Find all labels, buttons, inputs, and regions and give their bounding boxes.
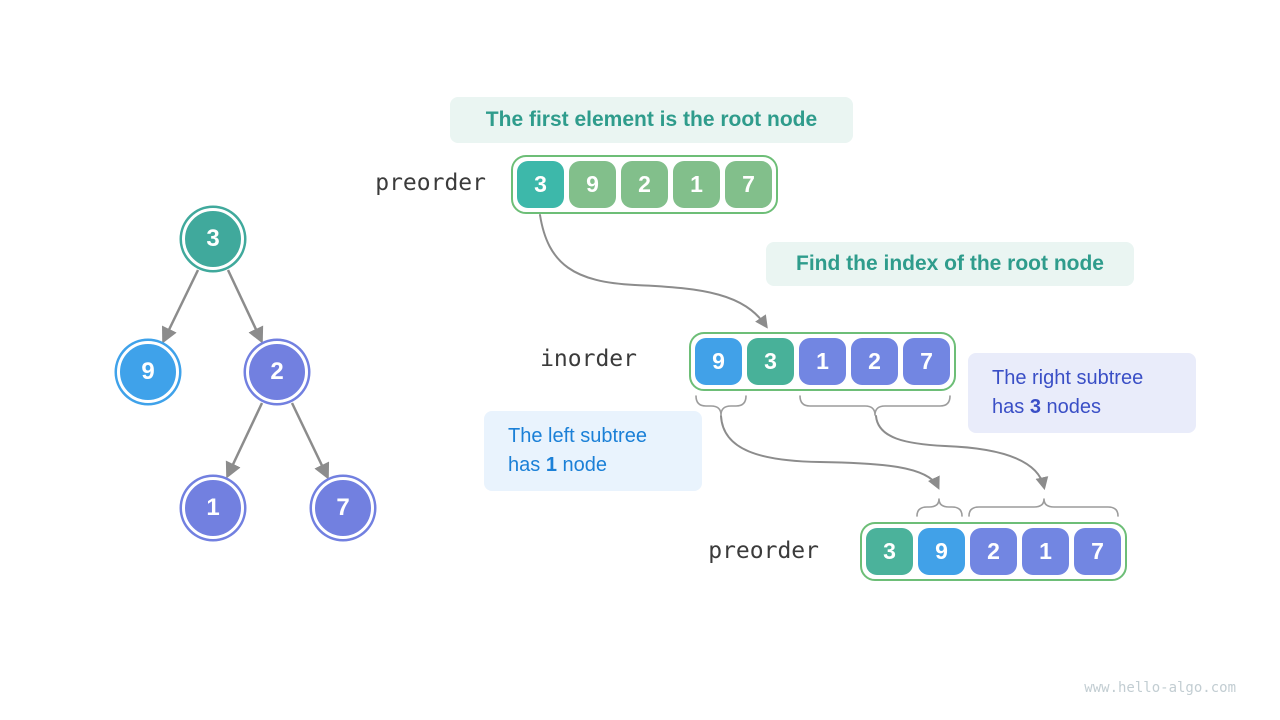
- right-subtree-unit: nodes: [1046, 396, 1102, 418]
- label-preorder-top: preorder: [375, 170, 486, 196]
- left-subtree-count: 1: [545, 454, 557, 476]
- left-subtree-has: has: [508, 454, 541, 476]
- right-subtree-count: 3: [1029, 396, 1041, 418]
- array-cell-2: 2: [970, 528, 1017, 575]
- brace-inorder-right: [799, 395, 951, 416]
- tree-edge-3-9: [162, 269, 200, 344]
- tree-edge-2-1: [225, 402, 264, 479]
- label-preorder-bottom: preorder: [708, 538, 819, 564]
- tree-edge-3-2: [226, 269, 264, 344]
- array-cell-1: 1: [799, 338, 846, 385]
- array-cell-9: 9: [918, 528, 965, 575]
- array-cell-1: 1: [1022, 528, 1069, 575]
- array-cell-7: 7: [725, 161, 772, 208]
- label-inorder: inorder: [540, 346, 637, 372]
- array-cell-3: 3: [866, 528, 913, 575]
- left-subtree-unit: node: [562, 454, 608, 476]
- callout-first-element: The first element is the root node: [450, 97, 853, 143]
- right-subtree-line1: The right subtree: [992, 367, 1144, 389]
- right-subtree-has: has: [992, 396, 1025, 418]
- brace-preorder-left: [916, 498, 963, 517]
- watermark: www.hello-algo.com: [1084, 680, 1236, 696]
- left-subtree-line1: The left subtree: [508, 425, 647, 447]
- array-cell-9: 9: [569, 161, 616, 208]
- callout-left-subtree: The left subtree has 1 node: [484, 411, 702, 491]
- arrow-root-to-inorder: [539, 214, 768, 329]
- array-cell-3: 3: [747, 338, 794, 385]
- arrow-right-subtree: [875, 415, 1049, 491]
- tree-edge-2-7: [290, 402, 330, 480]
- callout-find-root-index: Find the index of the root node: [766, 242, 1134, 286]
- brace-preorder-right: [968, 498, 1119, 517]
- array-cell-1: 1: [673, 161, 720, 208]
- array-cell-7: 7: [903, 338, 950, 385]
- array-cell-7: 7: [1074, 528, 1121, 575]
- array-cell-9: 9: [695, 338, 742, 385]
- brace-inorder-left: [695, 395, 747, 416]
- arrow-left-subtree: [720, 415, 940, 490]
- array-cell-2: 2: [621, 161, 668, 208]
- array-cell-3: 3: [517, 161, 564, 208]
- array-cell-2: 2: [851, 338, 898, 385]
- callout-right-subtree: The right subtree has 3 nodes: [968, 353, 1196, 433]
